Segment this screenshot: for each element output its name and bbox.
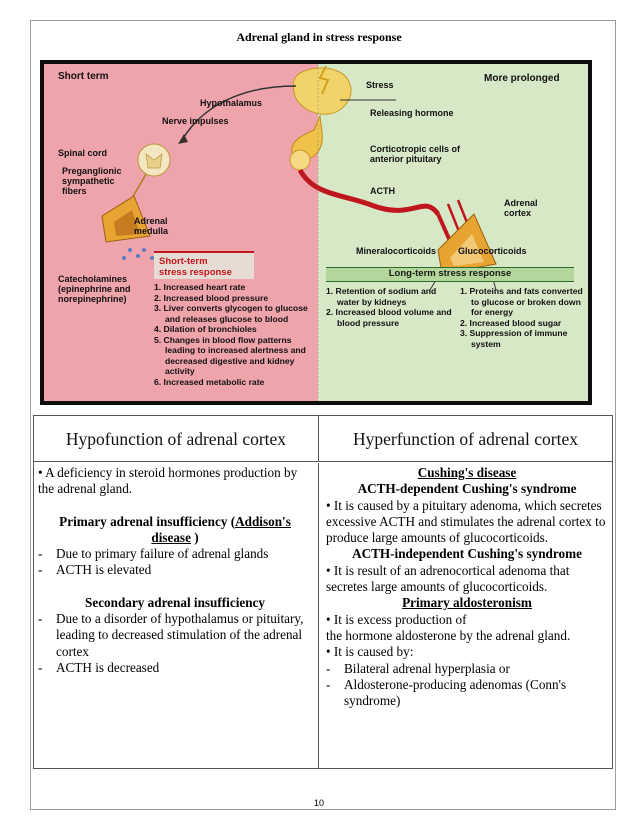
list-item: 4. Dilation of bronchioles <box>154 324 257 334</box>
stress-response-figure: Short term More prolonged Stress Hypotha… <box>40 60 592 405</box>
hypofunction-header: Hypofunction of adrenal cortex <box>34 416 319 462</box>
more-prolonged-header: More prolonged <box>484 73 560 84</box>
short-term-banner: Short-term stress response <box>154 251 254 279</box>
page-number: 10 <box>313 798 324 808</box>
list-item: Due to primary failure of adrenal glands <box>38 546 312 563</box>
list-item: 1. Proteins and fats converted to glucos… <box>460 286 583 317</box>
hyperfunction-column: Cushing's disease ACTH-dependent Cushing… <box>319 463 612 768</box>
adrenal-cortex-label-1: Adrenal <box>504 198 538 208</box>
anterior-pituitary-shape <box>289 149 311 171</box>
glucocorticoid-effects-list: 1. Proteins and fats converted to glucos… <box>460 286 586 349</box>
table-header-row: Hypofunction of adrenal cortex Hyperfunc… <box>34 416 612 462</box>
list-item: ACTH is elevated <box>38 562 312 579</box>
short-term-response-list: 1. Increased heart rate 2. Increased blo… <box>154 282 314 387</box>
secondary-insufficiency-heading: Secondary adrenal insufficiency <box>85 594 265 610</box>
list-item: 1. Retention of sodium and water by kidn… <box>326 286 437 307</box>
hypofunction-column: • A deficiency in steroid hormones produ… <box>34 463 319 768</box>
list-item: 1. Increased heart rate <box>154 282 246 292</box>
hyperfunction-header: Hyperfunction of adrenal cortex <box>353 429 578 449</box>
nerve-impulse-arrow <box>181 85 297 141</box>
list-item: 2. Increased blood sugar <box>460 317 562 328</box>
acth-independent-heading: ACTH-independent Cushing's syndrome <box>352 546 582 562</box>
releasing-hormone-label: Releasing hormone <box>370 108 454 118</box>
adrenal-medulla-label-2: medulla <box>134 226 169 236</box>
stress-lightning <box>318 65 330 95</box>
list-item: 2. Increased blood volume and blood pres… <box>326 307 452 328</box>
document-title: Adrenal gland in stress response <box>236 30 402 44</box>
short-term-header: Short term <box>58 71 109 82</box>
list-item: Bilateral adrenal hyperplasia or <box>326 661 608 678</box>
acth-dependent-heading: ACTH-dependent Cushing's syndrome <box>357 481 577 497</box>
mineralocorticoids-label: Mineralocorticoids <box>356 246 437 256</box>
acth-independent-text: • It is result of an adrenocortical aden… <box>326 562 570 595</box>
list-item: 3. Suppression of immune system <box>460 328 568 349</box>
mineralocorticoid-effects-list: 1. Retention of sodium and water by kidn… <box>326 286 456 328</box>
catecholamines-label-2: (epinephrine and <box>58 284 131 294</box>
page-frame <box>30 20 616 810</box>
list-item: 5. Changes in blood flow patterns leadin… <box>154 334 306 377</box>
list-item: 6. Increased metabolic rate <box>154 376 265 387</box>
adrenal-cortex-label-2: cortex <box>504 208 532 218</box>
nerve-impulses-label: Nerve impulses <box>162 116 229 126</box>
cushings-disease-heading: Cushing's disease <box>417 465 517 480</box>
adrenal-medulla-label-1: Adrenal <box>134 216 168 226</box>
stress-label: Stress <box>366 80 394 90</box>
fibers-label: fibers <box>62 186 87 196</box>
acth-label: ACTH <box>370 186 395 196</box>
catecholamines-label-1: Catecholamines <box>58 274 128 284</box>
list-item: 3. Liver converts glycogen to glucose an… <box>154 303 308 324</box>
glucocorticoids-label: Glucocorticoids <box>458 246 527 256</box>
list-item: ACTH is decreased <box>38 660 312 677</box>
list-item: 2. Increased blood pressure <box>154 292 269 303</box>
hypothalamus-label: Hypothalamus <box>200 98 263 108</box>
primary-aldosteronism-heading: Primary aldosteronism <box>402 595 532 611</box>
primary-insufficiency-heading: Primary adrenal insufficiency (Addison's… <box>59 513 291 545</box>
hypofunction-intro: • A deficiency in steroid hormones produ… <box>38 465 298 497</box>
sympathetic-label: sympathetic <box>62 176 115 186</box>
aldosteronism-text-3: • It is caused by: <box>326 644 414 660</box>
hypothalamus-shape <box>292 67 352 115</box>
short-term-panel <box>44 64 318 401</box>
list-item: Aldosterone-producing adenomas (Conn's s… <box>326 677 608 710</box>
adrenal-cortex-function-table: Hypofunction of adrenal cortex Hyperfunc… <box>33 415 613 769</box>
catecholamines-label-3: norepinephrine) <box>58 294 127 304</box>
aldosteronism-text-1: • It is excess production of <box>326 611 467 627</box>
corticotropic-label-2: anterior pituitary <box>370 154 442 164</box>
acth-blood-vessel <box>297 168 441 216</box>
aldosteronism-text-2: the hormone aldosterone by the adrenal g… <box>326 627 571 643</box>
long-term-panel <box>318 64 588 401</box>
preganglionic-label: Preganglionic <box>62 166 122 176</box>
long-term-banner: Long-term stress response <box>326 267 574 282</box>
list-item: Due to a disorder of hypothalamus or pit… <box>38 611 312 660</box>
corticotropic-label-1: Corticotropic cells of <box>370 144 461 154</box>
figure-illustration <box>101 64 497 401</box>
spinal-cord-label: Spinal cord <box>58 148 108 158</box>
acth-dependent-text: • It is caused by a pituitary adenoma, w… <box>326 497 606 546</box>
addisons-disease-link[interactable]: Addison's disease <box>151 513 291 545</box>
